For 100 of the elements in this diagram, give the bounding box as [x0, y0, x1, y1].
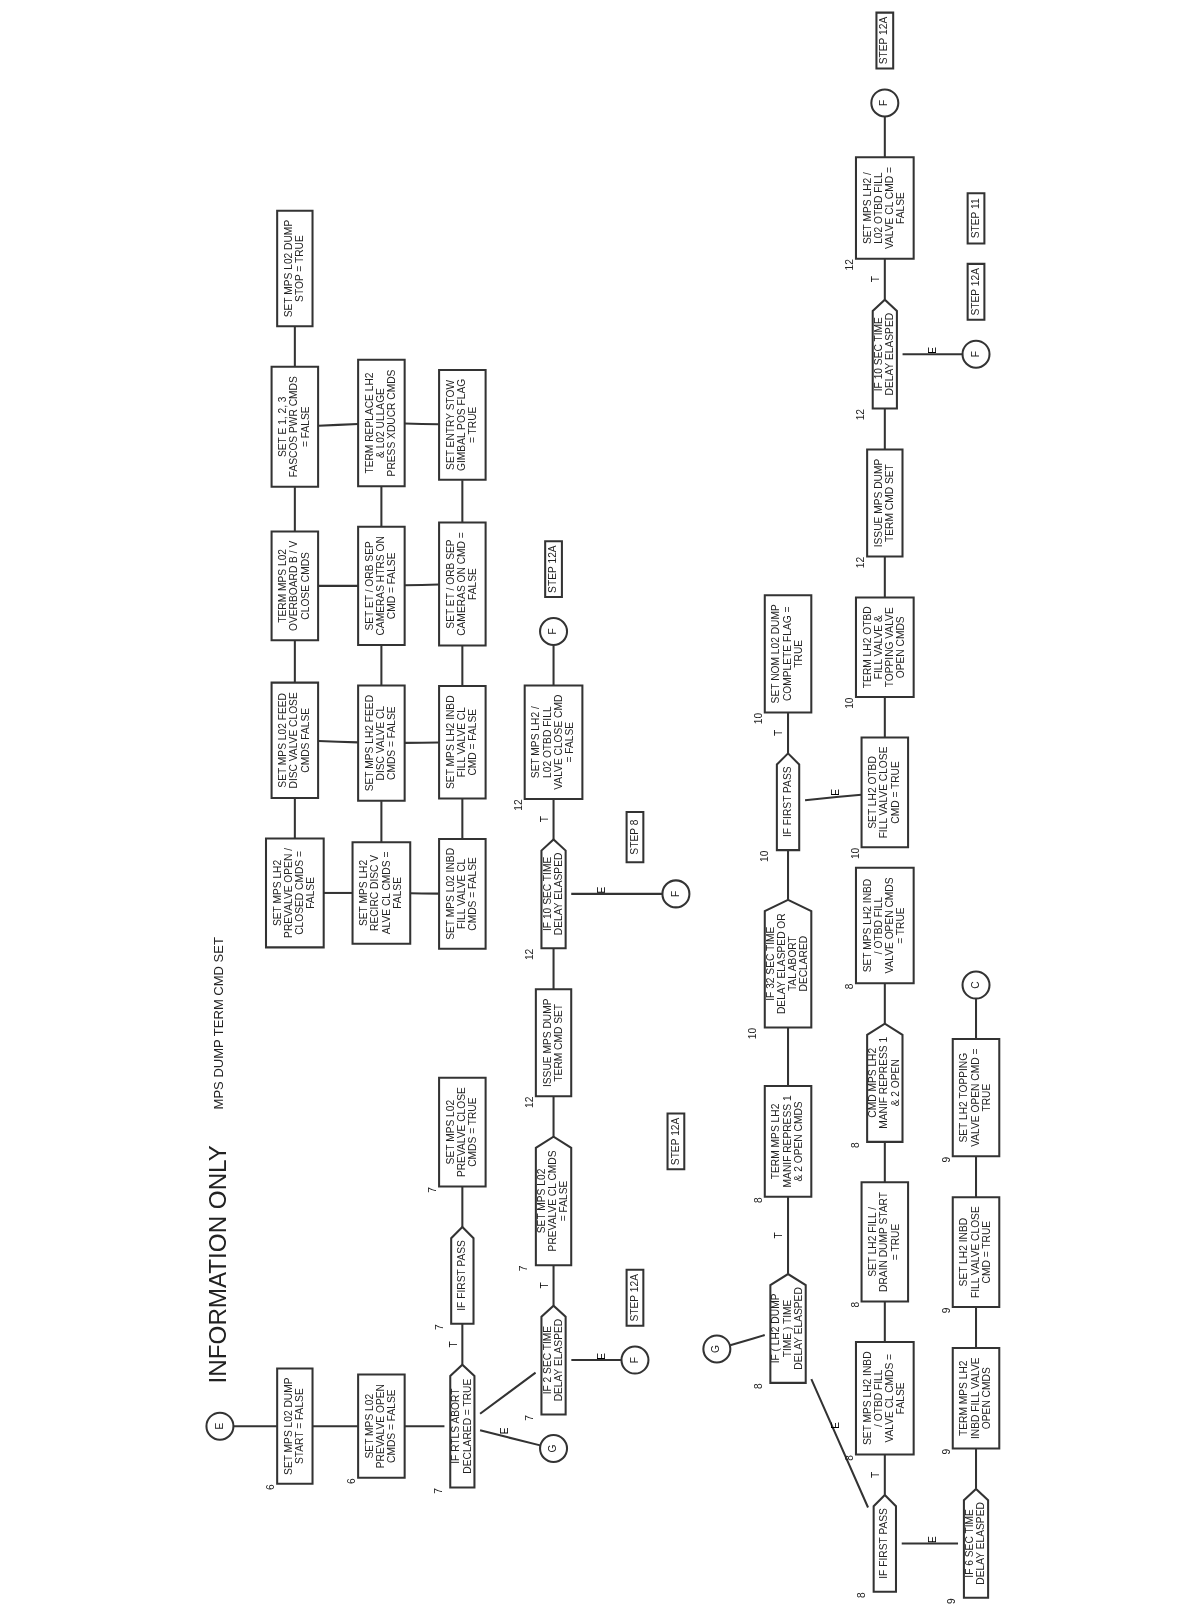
node-circle: G [538, 1433, 568, 1463]
edge-label: T [772, 1232, 784, 1239]
connector [317, 422, 358, 427]
connector [460, 1323, 463, 1365]
node-box: SET MPS LH2 / L02 OTBD FILL VALVE CL CMD = FALSE [854, 156, 915, 260]
connector [974, 1448, 977, 1489]
node-box: SET LH2 INBD FILL VALVE CLOSE CMD = TRUE [951, 1196, 1000, 1309]
edge-label: E [829, 1421, 841, 1429]
connector [460, 798, 463, 839]
node-label: 7 [432, 1487, 444, 1494]
node-label: 12 [843, 259, 855, 271]
connector [552, 799, 555, 840]
node-label: 10 [746, 1027, 758, 1040]
edge-label: E [595, 886, 607, 894]
node-box: ISSUE MPS DUMP TERM CMD SET [534, 988, 572, 1098]
node-label: 7 [433, 1324, 445, 1330]
connector [317, 584, 358, 587]
connector [552, 1096, 555, 1137]
node-label: 9 [945, 1598, 957, 1604]
node-label: 9 [940, 1156, 952, 1163]
connector [293, 487, 296, 532]
node-box: STEP 12A [666, 1112, 685, 1171]
node-box: SET MPS L02 DUMP START = FALSE [275, 1367, 314, 1485]
connector [323, 891, 352, 894]
connector [901, 1542, 958, 1545]
connector [404, 583, 439, 587]
node-circle: C [961, 970, 991, 1000]
node-box: SET MPS LH2 INBD FILL VALVE CL CMD = FALSE [437, 684, 487, 800]
node-box: TERM MPS L02 OVERBOARD B / V CLOSE CMDS [270, 530, 319, 642]
connector [379, 645, 382, 686]
node-box: SET ENTRY STOW GIMBAL POS FLAG = TRUE [437, 368, 487, 481]
node-circle: F [660, 879, 690, 909]
node-label: 10 [843, 697, 855, 709]
node-label: 7 [517, 1265, 529, 1272]
connector [883, 116, 886, 158]
connector [809, 1378, 869, 1508]
connector [883, 697, 886, 738]
node-box: TERM MPS LH2 MANIF REPRESS 1 & 2 OPEN CMDS [763, 1085, 812, 1198]
node-label: 12 [854, 556, 866, 569]
connector [902, 353, 962, 356]
node-box: SET LH2 TOPPING VALVE OPEN CMD = TRUE [951, 1038, 1000, 1158]
connector [379, 801, 382, 843]
connector [478, 1371, 536, 1415]
connector [804, 793, 861, 802]
node-box: STEP 12A [966, 262, 985, 321]
connector [379, 486, 382, 527]
node-box: SET LH2 FILL / DRAIN DUMP START = TRUE [860, 1181, 909, 1303]
node-box: SET MPS L02 DUMP STOP = TRUE [275, 209, 314, 328]
node-label: 12 [854, 408, 866, 421]
node-label: 12 [523, 1096, 535, 1109]
node-label: 12 [512, 799, 524, 811]
node-box: SET MPS L02 FEED DISC VALVE CLOSE CMDS FALSE [270, 681, 319, 800]
node-circle: F [869, 88, 899, 118]
connector [552, 645, 555, 686]
node-label: 10 [758, 850, 770, 862]
connector [883, 1142, 886, 1183]
node-label: 10 [752, 712, 764, 725]
node-circle: F [619, 1345, 649, 1375]
node-box: SET E 1, 2, 3 FASCOS PWR CMDS = FALSE [270, 365, 319, 488]
connector [786, 1027, 789, 1086]
node-label: 7 [426, 1186, 438, 1193]
node-label: 10 [849, 847, 861, 860]
node-label: 9 [940, 1307, 952, 1314]
connector [460, 480, 463, 523]
connector [460, 645, 463, 686]
connector [786, 1197, 789, 1274]
node-box: SET MPS L02 PREVALVE OPEN CMDS = FALSE [356, 1373, 406, 1479]
connector [409, 892, 439, 895]
edge-label: E [498, 1427, 510, 1435]
connector [293, 640, 296, 683]
connector [570, 1359, 621, 1362]
connector [317, 740, 358, 744]
node-label: 12 [523, 948, 535, 961]
edge-label: E [926, 347, 938, 354]
connector [460, 1186, 463, 1227]
edge-label: T [869, 1471, 881, 1478]
node-label: 8 [849, 1301, 861, 1308]
edge-label: T [538, 1282, 550, 1289]
connector [786, 850, 789, 900]
edge-label: E [595, 1352, 607, 1360]
connector [883, 1454, 886, 1495]
node-box: ISSUE MPS DUMP TERM CMD SET [865, 448, 904, 558]
node-label: 8 [752, 1383, 764, 1389]
node-box: SET MPS LH2 / L02 OTBD FILL VALVE CLOSE CMD = FALSE [523, 684, 583, 800]
node-label: 8 [752, 1197, 764, 1203]
connector [974, 1156, 977, 1198]
node-box: SET MPS LH2 INBD / OTBD FILL VALVE OPEN CMDS = TRUE [854, 866, 915, 985]
node-box: STEP 12A [625, 1268, 644, 1327]
node-label: 8 [849, 1142, 861, 1148]
node-box: SET NOM L02 DUMP COMPLETE FLAG = TRUE [763, 594, 812, 714]
connector [293, 326, 296, 367]
connector [570, 892, 662, 895]
node-box: TERM REPLACE LH2 & L02 ULLAGE PRESS XDUCR CMDS [356, 358, 406, 488]
node-box: SET MPS LH2 PREVALVE OPEN / CLOSED CMDS = FALSE [264, 837, 325, 949]
connector [404, 422, 439, 426]
node-box: SET MPS L02 PREVALVE CLOSE CMDS = TRUE [437, 1076, 487, 1188]
node-box: SET MPS LH2 FEED DISC VALVE CL CMDS = FALSE [356, 684, 406, 802]
edge-label: T [538, 816, 550, 823]
node-circle: E [204, 1411, 234, 1441]
connector [404, 741, 439, 744]
